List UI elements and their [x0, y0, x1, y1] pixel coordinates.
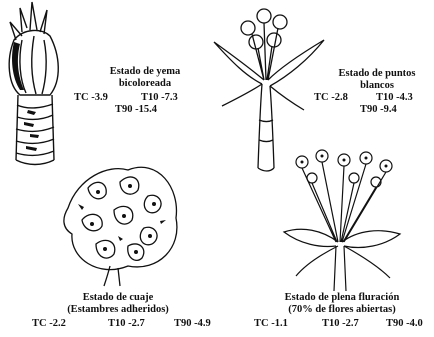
stage-yema-tc: TC -3.9 [74, 92, 108, 104]
full-bloom-drawing [282, 146, 402, 296]
stage-plena-t90: T90 -4.0 [386, 318, 423, 330]
stage-puntos-title: Estado de puntos blancos [324, 68, 430, 92]
stage-yema-t10: T10 -7.3 [141, 92, 178, 104]
stage-cuaje-t90: T90 -4.9 [174, 318, 211, 330]
stage-cuaje-t10: T10 -2.7 [108, 318, 145, 330]
stage-cuaje-tc: TC -2.2 [32, 318, 66, 330]
stage-yema-title: Estado de yema bicoloreada [95, 66, 195, 90]
stage-cuaje-title: Estado de cuaje (Estambres adheridos) [60, 292, 176, 316]
fruit-set-drawing [58, 148, 183, 288]
stage-plena-title: Estado de plena fluración (70% de flores… [262, 292, 422, 316]
stage-puntos-t90: T90 -9.4 [360, 104, 397, 116]
stage-puntos-tc: TC -2.8 [314, 92, 348, 104]
stage-plena-t10: T10 -2.7 [322, 318, 359, 330]
stage-plena-tc: TC -1.1 [254, 318, 288, 330]
stage-puntos-t10: T10 -4.3 [376, 92, 413, 104]
stage-yema-t90: T90 -15.4 [115, 104, 157, 116]
